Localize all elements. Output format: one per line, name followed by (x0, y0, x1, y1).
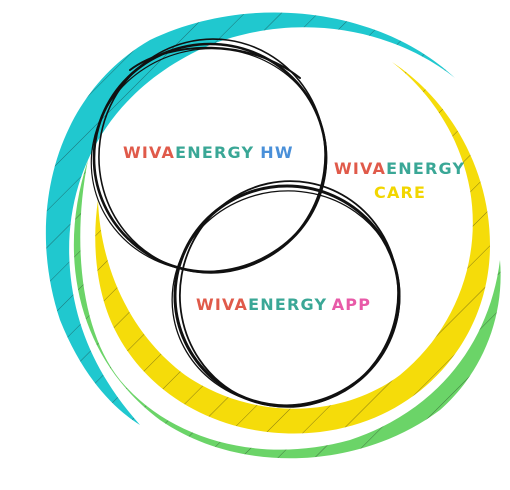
brand-energy: ENERGY (248, 295, 326, 314)
hw-circle (90, 38, 328, 274)
label-app: WIVAENERGY APP (196, 295, 371, 314)
label-care-line1: WIVAENERGY (334, 159, 465, 178)
suffix-app: APP (332, 295, 371, 314)
brand-wiva: WIVA (123, 143, 175, 162)
brand-energy: ENERGY (175, 143, 254, 162)
label-care-line2: CARE (374, 183, 426, 202)
brand-energy: ENERGY (386, 159, 465, 178)
app-circle (171, 180, 401, 408)
label-hw: WIVAENERGY HW (123, 143, 294, 162)
brand-wiva: WIVA (196, 295, 248, 314)
suffix-hw: HW (260, 143, 293, 162)
yellow-ring (95, 62, 490, 434)
brand-wiva: WIVA (334, 159, 386, 178)
suffix-care: CARE (374, 183, 426, 202)
